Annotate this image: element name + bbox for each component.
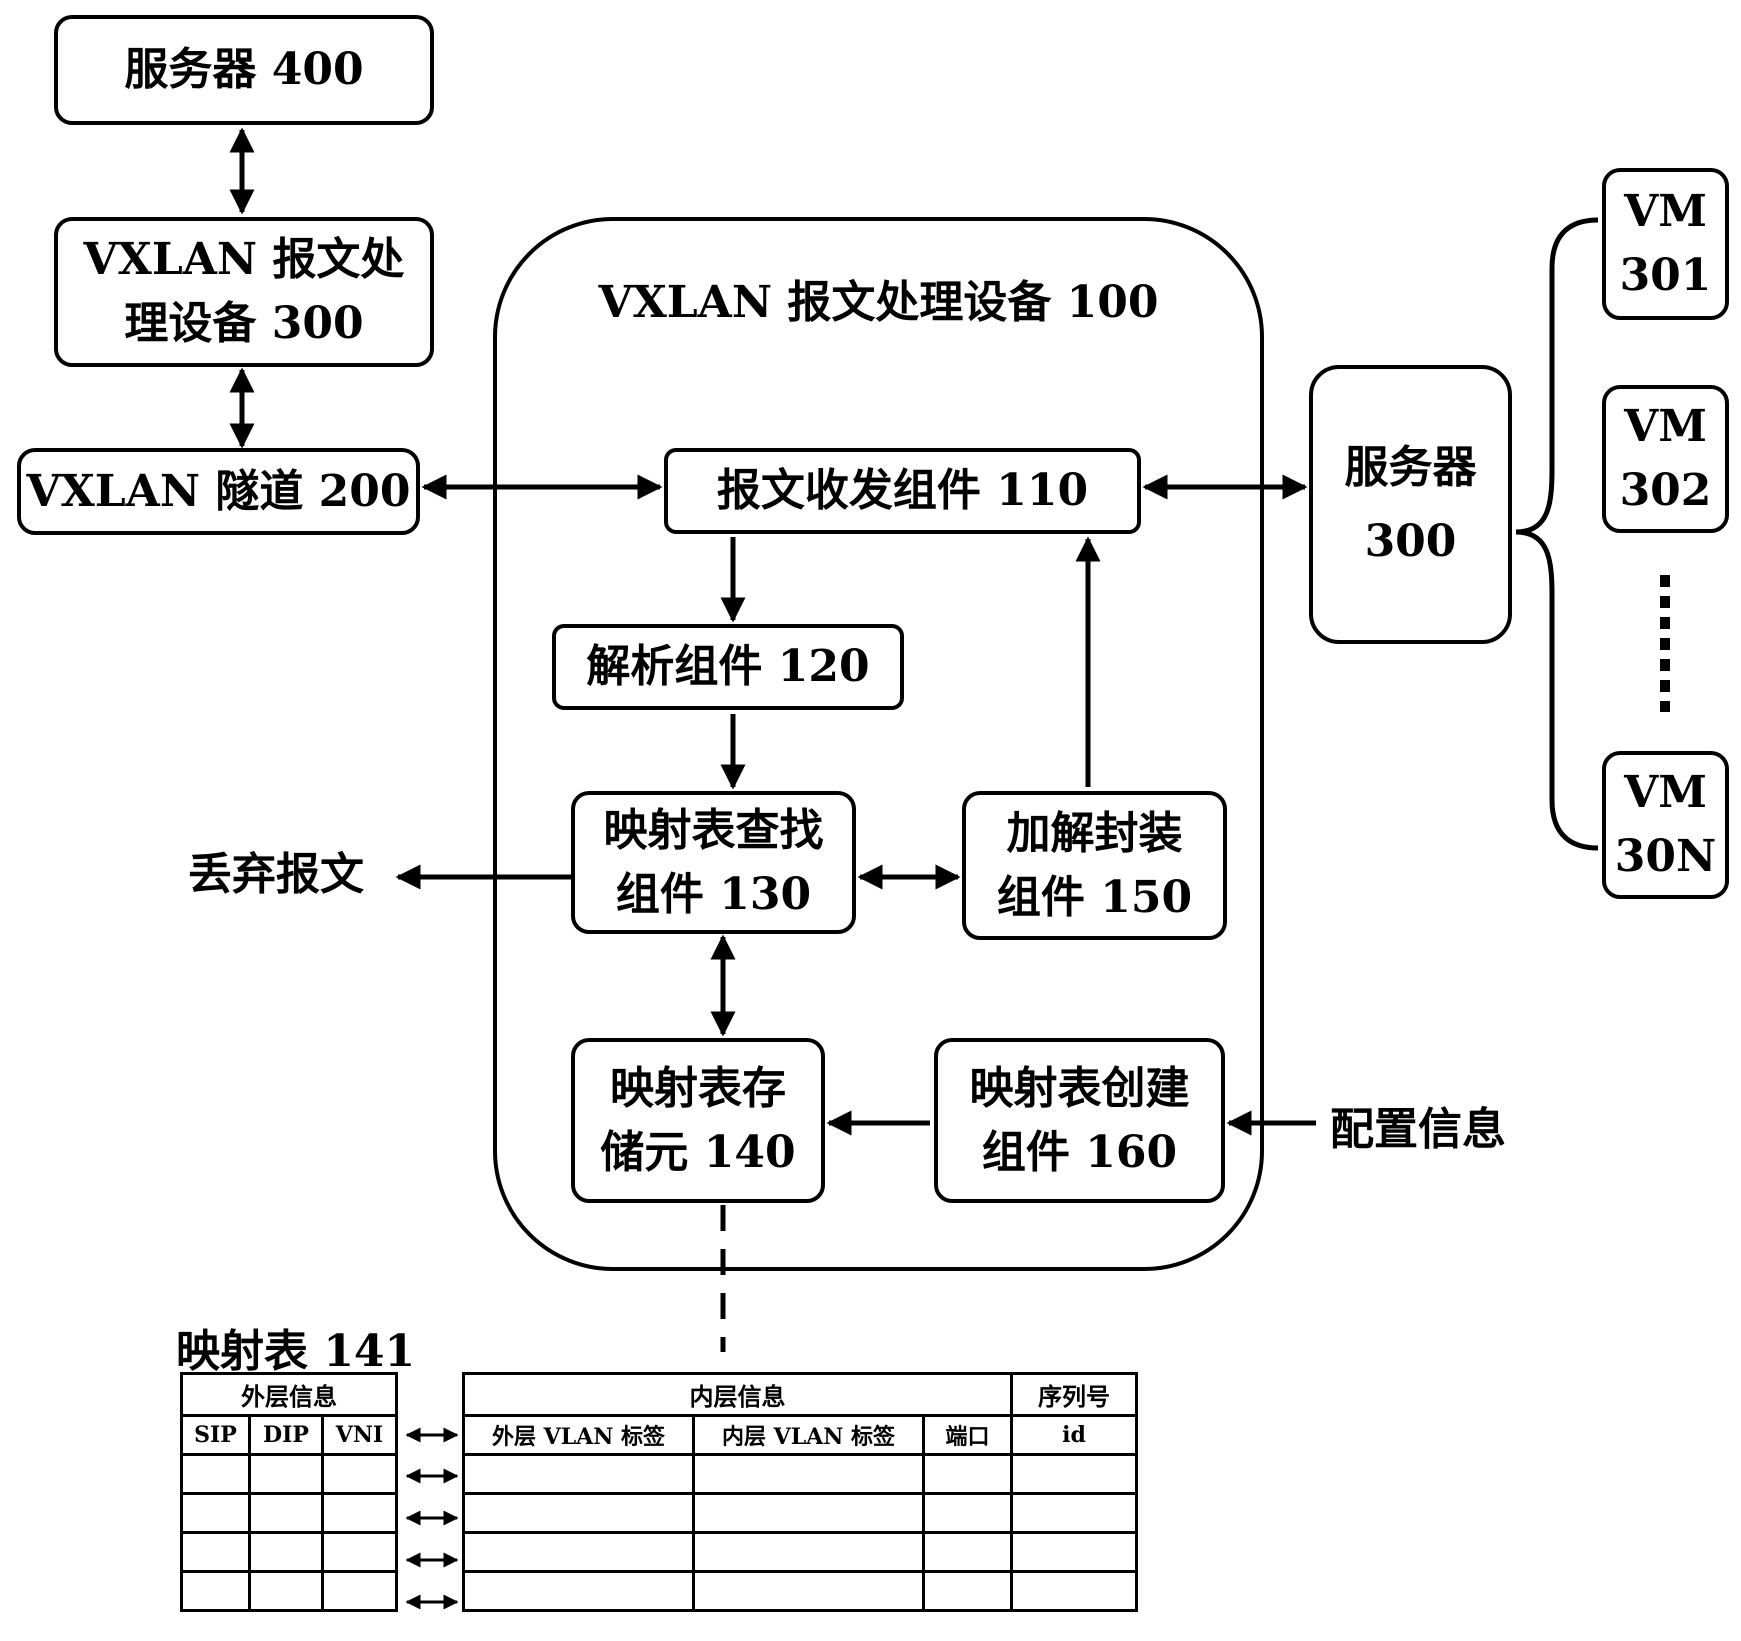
table-row bbox=[462, 1531, 1138, 1573]
comp-160-box: 映射表创建 组件 160 bbox=[934, 1038, 1225, 1203]
mapping-table-inner: 内层信息 序列号 外层 VLAN 标签 内层 VLAN 标签 端口 id bbox=[462, 1372, 1138, 1612]
header-id: id bbox=[1010, 1414, 1138, 1456]
header-sip: SIP bbox=[180, 1414, 251, 1456]
tunnel-200-label: VXLAN 隧道 200 bbox=[26, 465, 411, 517]
comp-120-box: 解析组件 120 bbox=[552, 624, 904, 710]
discard-label: 丢弃报文 bbox=[188, 849, 364, 900]
header-inner-vlan-tag: 内层 VLAN 标签 bbox=[692, 1414, 925, 1456]
table-row bbox=[180, 1570, 398, 1612]
server-300-box: 服务器 300 bbox=[1309, 365, 1512, 644]
table-row bbox=[462, 1492, 1138, 1534]
server-400-box: 服务器 400 bbox=[54, 15, 434, 125]
header-vni: VNI bbox=[321, 1414, 398, 1456]
table-title: 映射表 141 bbox=[176, 1326, 416, 1377]
header-inner-info: 内层信息 bbox=[462, 1372, 1013, 1417]
comp-140-line2: 储元 140 bbox=[600, 1126, 796, 1178]
header-outer-vlan-tag: 外层 VLAN 标签 bbox=[462, 1414, 695, 1456]
device-300-line1: VXLAN 报文处 bbox=[83, 234, 405, 286]
device-100-title: VXLAN 报文处理设备 100 bbox=[598, 277, 1159, 328]
mapping-table-outer: 外层信息 SIP DIP VNI bbox=[180, 1372, 398, 1612]
vm-302-line1: VM bbox=[1624, 401, 1707, 453]
table-row bbox=[180, 1453, 398, 1495]
comp-150-line2: 组件 150 bbox=[996, 871, 1193, 923]
table-row bbox=[462, 1570, 1138, 1612]
header-port: 端口 bbox=[922, 1414, 1013, 1456]
header-dip: DIP bbox=[248, 1414, 324, 1456]
comp-130-box: 映射表查找 组件 130 bbox=[571, 791, 856, 934]
vm-30n-box: VM 30N bbox=[1602, 751, 1729, 899]
comp-150-line1: 加解封装 bbox=[1006, 807, 1183, 859]
header-seq-no: 序列号 bbox=[1010, 1372, 1138, 1417]
server-300-line2: 300 bbox=[1364, 515, 1457, 567]
device-300-line2: 理设备 300 bbox=[124, 298, 364, 349]
comp-150-box: 加解封装 组件 150 bbox=[962, 791, 1227, 940]
comp-130-line1: 映射表查找 bbox=[603, 804, 824, 856]
vm-302-box: VM 302 bbox=[1602, 385, 1729, 533]
vm-302-line2: 302 bbox=[1619, 465, 1712, 516]
comp-110-box: 报文收发组件 110 bbox=[664, 448, 1141, 534]
vm-301-line1: VM bbox=[1624, 186, 1707, 238]
header-outer-info: 外层信息 bbox=[180, 1372, 398, 1417]
comp-160-line1: 映射表创建 bbox=[969, 1062, 1190, 1114]
comp-110-label: 报文收发组件 110 bbox=[716, 465, 1089, 517]
comp-140-line1: 映射表存 bbox=[610, 1062, 786, 1114]
vm-301-line2: 301 bbox=[1619, 250, 1712, 301]
server-300-line1: 服务器 bbox=[1344, 441, 1477, 493]
vm-30n-line1: VM bbox=[1624, 767, 1707, 819]
device-300-box: VXLAN 报文处 理设备 300 bbox=[54, 217, 434, 367]
vm-301-box: VM 301 bbox=[1602, 168, 1729, 320]
tunnel-200-box: VXLAN 隧道 200 bbox=[17, 448, 420, 535]
table-row bbox=[180, 1492, 398, 1534]
bracket-server300-vms bbox=[1515, 217, 1599, 851]
comp-160-line2: 组件 160 bbox=[981, 1126, 1178, 1178]
comp-140-box: 映射表存 储元 140 bbox=[571, 1038, 825, 1203]
device-100-container: VXLAN 报文处理设备 100 bbox=[493, 217, 1264, 1271]
server-400-label: 服务器 400 bbox=[124, 44, 364, 96]
comp-130-line2: 组件 130 bbox=[615, 868, 812, 920]
vm-30n-line2: 30N bbox=[1614, 831, 1717, 882]
table-row bbox=[180, 1531, 398, 1573]
comp-120-label: 解析组件 120 bbox=[586, 641, 870, 693]
table-row bbox=[462, 1453, 1138, 1495]
config-label: 配置信息 bbox=[1330, 1104, 1506, 1155]
